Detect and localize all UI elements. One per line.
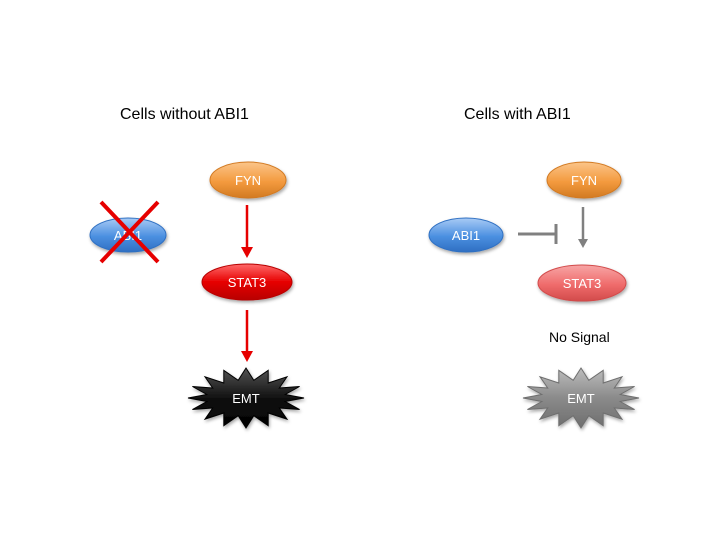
starburst-icon: [187, 367, 305, 429]
starburst-icon: [522, 367, 640, 429]
left-stat3-label: STAT3: [228, 275, 267, 290]
right-fyn-label: FYN: [571, 173, 597, 188]
right-stat3-node: STAT3: [537, 264, 627, 302]
right-stat3-label: STAT3: [563, 276, 602, 291]
right-emt-label: EMT: [567, 391, 595, 406]
left-fyn-node: FYN: [209, 161, 287, 199]
right-emt-node: EMT: [522, 367, 640, 429]
arrow-down-icon: [578, 207, 588, 248]
x-cross-icon: [99, 200, 160, 264]
right-abi1-label: ABI1: [452, 228, 480, 243]
left-emt-node: EMT: [187, 367, 305, 429]
right-panel-title: Cells with ABI1: [464, 106, 571, 123]
left-emt-label: EMT: [232, 391, 260, 406]
left-panel-title: Cells without ABI1: [120, 106, 249, 123]
right-fyn-node: FYN: [546, 161, 622, 199]
left-fyn-label: FYN: [235, 173, 261, 188]
no-signal-label: No Signal: [549, 329, 610, 345]
left-stat3-node: STAT3: [201, 263, 293, 301]
arrow-down-icon: [241, 310, 253, 362]
arrow-down-icon: [241, 205, 253, 258]
right-abi1-node: ABI1: [428, 217, 504, 253]
inhibition-bar-icon: [518, 224, 558, 244]
